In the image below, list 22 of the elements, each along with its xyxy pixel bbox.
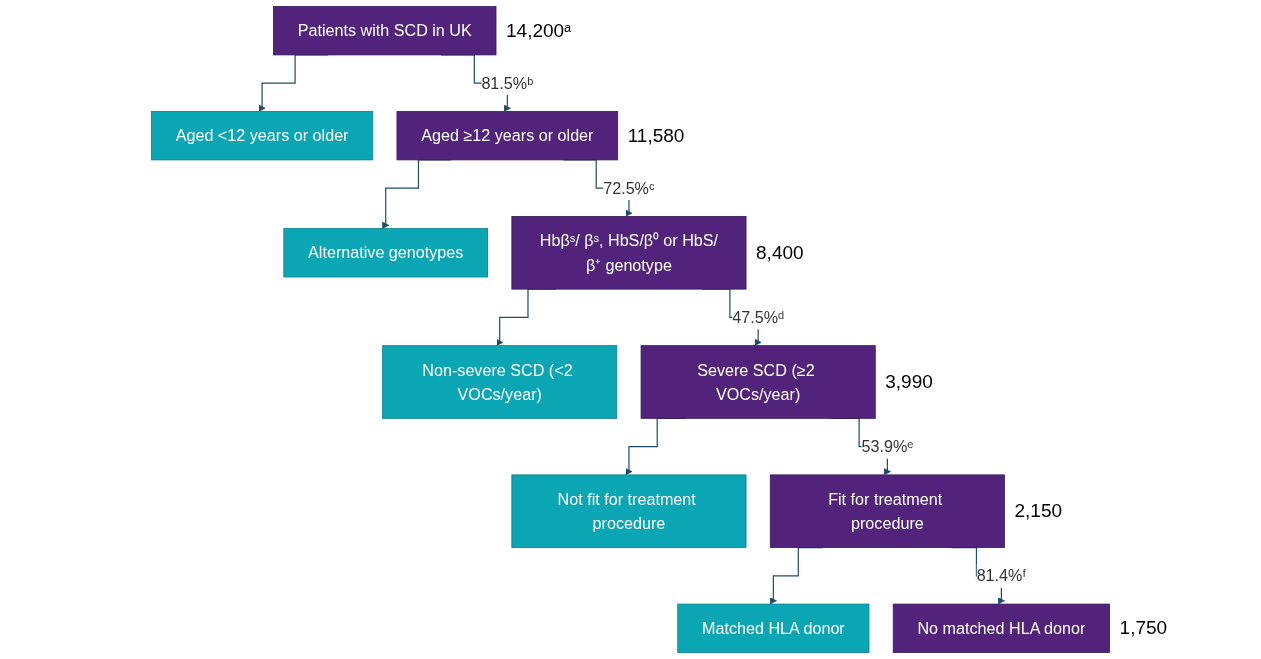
node-box: [677, 603, 870, 653]
node-box: [273, 6, 497, 56]
node-box: [892, 603, 1110, 653]
count-label: 2,150: [1014, 500, 1062, 523]
node-box: [151, 111, 374, 161]
node-box: [511, 216, 747, 290]
node-box: [640, 345, 876, 419]
node-box: [396, 111, 619, 161]
count-label: 14,200ᵃ: [506, 19, 572, 42]
edge-label: 81.4%ᶠ: [976, 566, 1027, 585]
count-label: 8,400: [756, 241, 804, 264]
edge-label: 72.5%ᶜ: [603, 179, 655, 198]
node-box: [511, 474, 747, 548]
edge-label: 47.5%ᵈ: [732, 308, 785, 327]
edge-label: 53.9%ᵉ: [861, 437, 914, 456]
count-label: 3,990: [885, 371, 933, 393]
node-box: [283, 228, 489, 278]
count-label: 1,750: [1119, 617, 1168, 640]
node-box: [382, 345, 618, 419]
count-label: 11,580: [627, 124, 685, 147]
node-box: [769, 474, 1005, 548]
edge-label: 81.5%ᵇ: [481, 74, 534, 93]
